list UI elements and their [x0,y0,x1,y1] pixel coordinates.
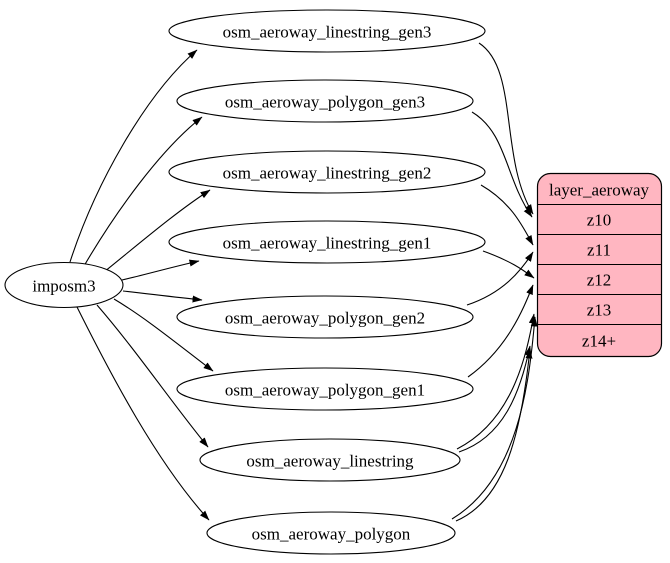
edge-linestring-gen2-to-z11 [480,184,534,246]
node-osm-aeroway-linestring-gen2: osm_aeroway_linestring_gen2 [168,150,486,194]
edge-polygon-to-z13 [451,316,538,520]
table-label: osm_aeroway_linestring_gen2 [223,164,432,183]
edge-imposm3-to-polygon-gen3 [83,116,203,267]
edge-linestring-to-z14 [458,345,532,453]
node-osm-aeroway-linestring-gen1: osm_aeroway_linestring_gen1 [168,220,486,264]
layer-aeroway-title: layer_aeroway [549,181,650,200]
layer-row-z10: z10 [587,211,612,230]
table-ellipse [168,150,486,194]
imposm3-label: imposm3 [32,277,95,296]
edge-polygon-gen3-to-z10 [471,111,533,218]
table-label: osm_aeroway_polygon_gen1 [225,381,425,400]
edges-source-to-tables [69,49,214,521]
edge-imposm3-to-linestring-gen2 [103,189,211,273]
imposm3-ellipse [4,261,124,309]
edge-imposm3-to-polygon [76,306,210,521]
table-label: osm_aeroway_polygon_gen2 [225,309,425,328]
node-osm-aeroway-polygon-gen1: osm_aeroway_polygon_gen1 [176,367,474,411]
edge-imposm3-to-polygon-gen1 [113,298,214,372]
layer-row-z14plus: z14+ [582,332,616,351]
table-ellipse [199,438,461,482]
node-osm-aeroway-polygon: osm_aeroway_polygon [206,511,456,555]
layer-row-z12: z12 [587,271,612,290]
table-ellipse [206,511,456,555]
edge-imposm3-to-polygon-gen2 [122,290,203,303]
edge-imposm3-to-linestring-gen3 [69,49,198,263]
table-label: osm_aeroway_linestring_gen1 [223,234,432,253]
edge-linestring-to-z13 [456,313,536,450]
node-osm-aeroway-linestring-gen3: osm_aeroway_linestring_gen3 [168,9,486,53]
edge-polygon-to-z14 [455,348,533,522]
table-ellipse [176,367,474,411]
edge-linestring-gen1-to-z12 [482,250,535,279]
edges-tables-to-layer [451,42,538,522]
edge-imposm3-to-linestring-gen1 [121,259,200,281]
table-ellipse [176,79,474,123]
table-ellipse [176,295,474,339]
edge-linestring-gen3-to-z10 [478,42,534,215]
table-ellipse [168,9,486,53]
node-osm-aeroway-polygon-gen3: osm_aeroway_polygon_gen3 [176,79,474,123]
table-label: osm_aeroway_linestring_gen3 [223,23,432,42]
table-label: osm_aeroway_polygon [252,525,411,544]
node-osm-aeroway-linestring: osm_aeroway_linestring [199,438,461,482]
node-layer-aeroway: layer_aeroway z10 z11 z12 z13 z14+ [536,172,663,358]
table-label: osm_aeroway_linestring [246,452,414,471]
table-ellipse [168,220,486,264]
table-label: osm_aeroway_polygon_gen3 [225,93,425,112]
edge-imposm3-to-linestring [96,304,209,448]
edge-polygon-gen1-to-z12 [467,284,534,378]
edge-polygon-gen2-to-z11 [466,251,534,306]
node-imposm3: imposm3 [4,261,124,309]
layer-row-z13: z13 [587,301,612,320]
layer-row-z11: z11 [587,241,611,260]
node-osm-aeroway-polygon-gen2: osm_aeroway_polygon_gen2 [176,295,474,339]
